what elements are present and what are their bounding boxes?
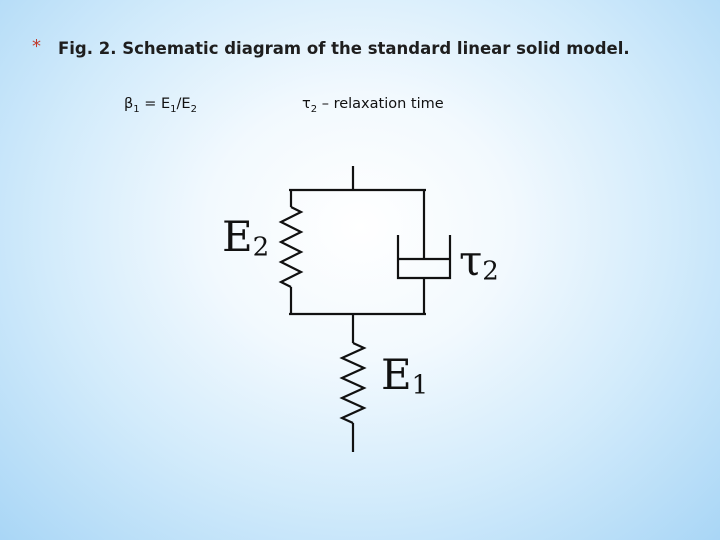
beta-e2-subscript: 2 [190,103,197,115]
spring-e2-icon [278,206,304,288]
label-tau2-sub: 2 [482,256,499,287]
beta-equation: β1 = E1/E2 [124,96,197,115]
tau-symbol: τ [302,96,311,112]
beta-slash-e: /E [176,96,191,112]
tau-definition: τ2 – relaxation time [302,96,444,115]
label-e1: E1 [381,354,428,399]
label-e1-base: E [381,350,412,399]
label-e2-base: E [222,212,253,261]
tau-subscript: 2 [310,103,318,115]
label-e2-sub: 2 [252,232,270,263]
label-e2: E2 [222,216,269,261]
beta-subscript: 1 [133,103,140,115]
bullet-asterisk: * [32,36,41,57]
beta-symbol: β [124,96,134,112]
beta-equals-e: = E [139,96,171,112]
figure-title: Fig. 2. Schematic diagram of the standar… [58,39,630,58]
beta-e1-subscript: 1 [170,103,177,115]
label-tau2-base: τ [459,236,483,285]
label-e1-sub: 1 [411,370,429,401]
tau-description: – relaxation time [317,96,444,112]
spring-e1-icon [339,341,367,425]
label-tau2: τ2 [459,240,499,285]
